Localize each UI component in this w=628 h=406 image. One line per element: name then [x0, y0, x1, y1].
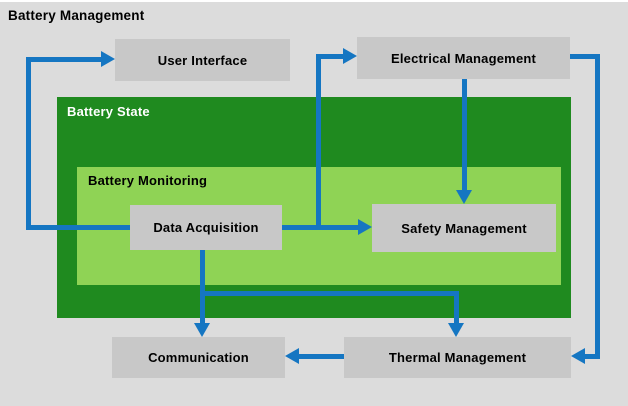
edge-segment	[462, 79, 467, 190]
arrowhead-icon	[571, 348, 585, 364]
node-data-acquisition: Data Acquisition	[130, 205, 282, 250]
edge-segment	[454, 291, 459, 323]
edge-segment	[200, 250, 205, 323]
diagram-title: Battery Management	[8, 8, 145, 23]
edge-segment	[26, 57, 101, 62]
edge-segment	[316, 54, 343, 59]
edge-segment	[299, 354, 344, 359]
edge-segment	[585, 354, 600, 359]
node-safety-management: Safety Management	[372, 204, 556, 252]
node-communication: Communication	[112, 337, 285, 378]
battery-monitoring-label: Battery Monitoring	[88, 173, 208, 188]
arrowhead-icon	[448, 323, 464, 337]
node-electrical-management: Electrical Management	[357, 37, 570, 79]
arrowhead-icon	[358, 219, 372, 235]
edge-segment	[200, 291, 459, 296]
arrowhead-icon	[285, 348, 299, 364]
arrowhead-icon	[456, 190, 472, 204]
arrowhead-icon	[194, 323, 210, 337]
edge-segment	[570, 54, 600, 59]
edge-segment	[316, 54, 321, 230]
battery-state-label: Battery State	[67, 104, 150, 119]
node-thermal-management: Thermal Management	[344, 337, 571, 378]
arrowhead-icon	[101, 51, 115, 67]
arrowhead-icon	[343, 48, 357, 64]
edge-segment	[26, 225, 130, 230]
edge-segment	[26, 57, 31, 230]
edge-segment	[595, 54, 600, 359]
node-user-interface: User Interface	[115, 39, 290, 81]
